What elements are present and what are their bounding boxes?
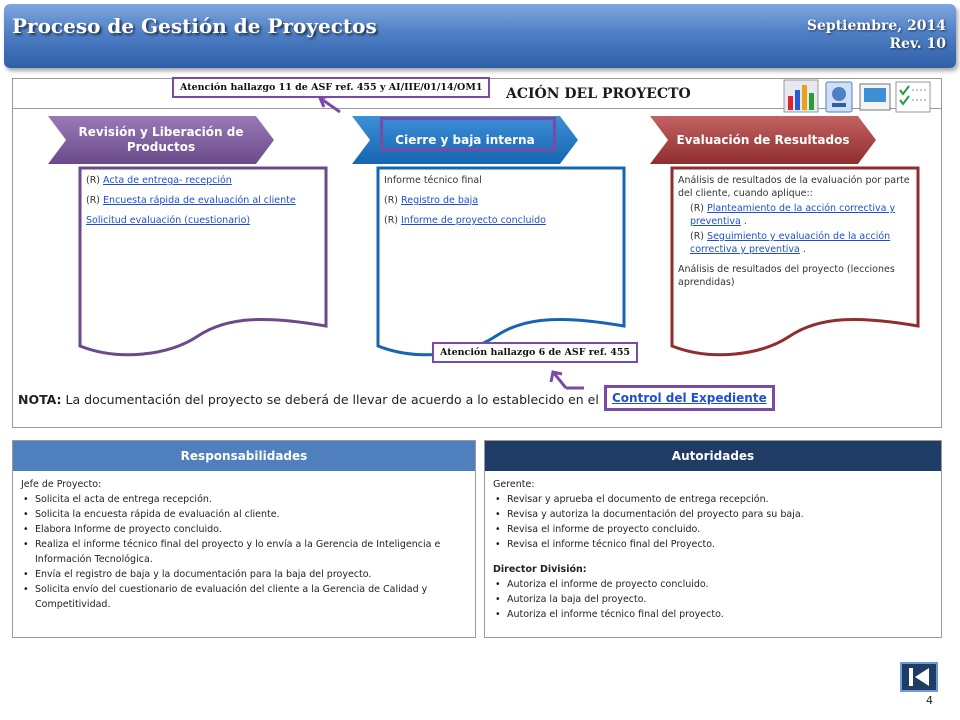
stage-evaluacion-outro: Análisis de resultados del proyecto (lec… [678,264,895,288]
list-item: Solicita el acta de entrega recepción. [21,492,467,507]
stage-revision-document: (R) Acta de entrega- recepción (R) Encue… [78,166,328,362]
stage-cierre-highlight [380,117,556,151]
note-text: NOTA: La documentación del proyecto se d… [18,392,599,407]
stage-revision-list: (R) Acta de entrega- recepción (R) Encue… [86,174,320,234]
list-item: Realiza el informe técnico final del pro… [21,537,467,567]
role-suffix: : [98,479,102,490]
header-date: Septiembre, 2014 [806,18,946,34]
stage-evaluacion-list: Análisis de resultados de la evaluación … [678,174,912,296]
stage-revision-header: Revisión y Liberación de Productos [48,116,274,164]
item-prefix: (R) [690,231,708,242]
skip-back-icon [909,668,929,686]
item-prefix: (R) [384,215,402,226]
report-illustration-icon [778,76,938,118]
list-item: Revisa el informe técnico final del Proy… [493,537,933,552]
panel-divider [12,108,942,109]
role-label: Gerente: [493,479,535,490]
list-item: (R) Planteamiento de la acción correctiv… [678,202,912,228]
item-prefix: (R) [384,195,402,206]
stage-cierre-document: Informe técnico final (R) Registro de ba… [376,166,626,362]
item-suffix: . [799,244,806,255]
stage-evaluacion-title: Evaluación de Resultados [676,132,850,147]
list-item: Solicita envío del cuestionario de evalu… [21,582,467,612]
responsabilidades-table: Responsabilidades Jefe de Proyecto: Soli… [12,440,476,638]
list-item: Revisa el informe de proyecto concluido. [493,522,933,537]
autoridades-header: Autoridades [485,441,941,471]
stage-evaluacion-intro: Análisis de resultados de la evaluación … [678,175,910,199]
item-suffix: . [740,216,747,227]
list-item: Solicita la encuesta rápida de evaluació… [21,507,467,522]
list-item: Envía el registro de baja y la documenta… [21,567,467,582]
stage-evaluacion-header: Evaluación de Resultados [650,116,876,164]
page-title: Proceso de Gestión de Proyectos [12,14,377,38]
list-item: Revisa y autoriza la documentación del p… [493,507,933,522]
stage-cierre-title: Cierre y baja interna [395,132,535,147]
list-item: (R) Informe de proyecto concluido [384,214,618,227]
stage-evaluacion-document: Análisis de resultados de la evaluación … [670,166,920,362]
list-item: Solicitud evaluación (cuestionario) [86,214,320,227]
list-item: (R) Acta de entrega- recepción [86,174,320,187]
responsabilidades-list: Solicita el acta de entrega recepción. S… [21,492,467,612]
role-label: Director División: [493,564,587,575]
list-item: Autoriza la baja del proyecto. [493,592,933,607]
planteamiento-link[interactable]: Planteamiento de la acción correctiva y … [690,203,896,227]
solicitud-evaluacion-link[interactable]: Solicitud evaluación (cuestionario) [86,215,251,226]
list-item: (R) Seguimiento y evaluación de la acció… [678,230,912,256]
note-body: La documentación del proyecto se deberá … [61,392,599,407]
role-name: Jefe de Proyecto [21,479,99,490]
list-item: Elabora Informe de proyecto concluido. [21,522,467,537]
header-revision: Rev. 10 [889,36,947,52]
director-list: Autoriza el informe de proyecto concluid… [493,577,933,622]
header-banner: Proceso de Gestión de Proyectos Septiemb… [4,4,956,68]
list-item: (R) Registro de baja [384,194,618,207]
callout-hallazgo-6: Atención hallazgo 6 de ASF ref. 455 [432,342,639,363]
autoridades-table: Autoridades Gerente: Revisar y aprueba e… [484,440,942,638]
back-to-start-button[interactable] [900,662,938,692]
stage-cierre-list: Informe técnico final (R) Registro de ba… [384,174,618,234]
registro-baja-link[interactable]: Registro de baja [401,195,479,206]
list-item: Revisar y aprueba el documento de entreg… [493,492,933,507]
acta-entrega-link[interactable]: Acta de entrega- recepción [103,175,232,186]
control-expediente-link[interactable]: Control del Expediente [604,385,775,411]
list-item: (R) Encuesta rápida de evaluación al cli… [86,194,320,207]
panel-heading: ACIÓN DEL PROYECTO [506,86,691,102]
stage-revision-title: Revisión y Liberación de Productos [78,125,244,154]
stage-cierre-header: Cierre y baja interna [352,116,578,164]
item-prefix: (R) [690,203,708,214]
list-item: Autoriza el informe técnico final del pr… [493,607,933,622]
spacer [493,552,933,562]
page-number: 4 [926,694,933,707]
role-label: Jefe de Proyecto: [21,477,467,492]
gerente-list: Revisar y aprueba el documento de entreg… [493,492,933,552]
note-label: NOTA: [18,392,62,407]
informe-concluido-link[interactable]: Informe de proyecto concluido [401,215,546,226]
encuesta-link[interactable]: Encuesta rápida de evaluación al cliente [103,195,296,206]
list-item: Informe técnico final [384,175,482,186]
responsabilidades-header: Responsabilidades [13,441,475,471]
list-item: Autoriza el informe de proyecto concluid… [493,577,933,592]
item-prefix: (R) [86,195,104,206]
autoridades-body: Gerente: Revisar y aprueba el documento … [485,471,941,628]
seguimiento-link[interactable]: Seguimiento y evaluación de la acción co… [690,231,891,255]
item-prefix: (R) [86,175,104,186]
callout-hallazgo-11: Atención hallazgo 11 de ASF ref. 455 y A… [172,77,491,98]
responsabilidades-body: Jefe de Proyecto: Solicita el acta de en… [13,471,475,618]
